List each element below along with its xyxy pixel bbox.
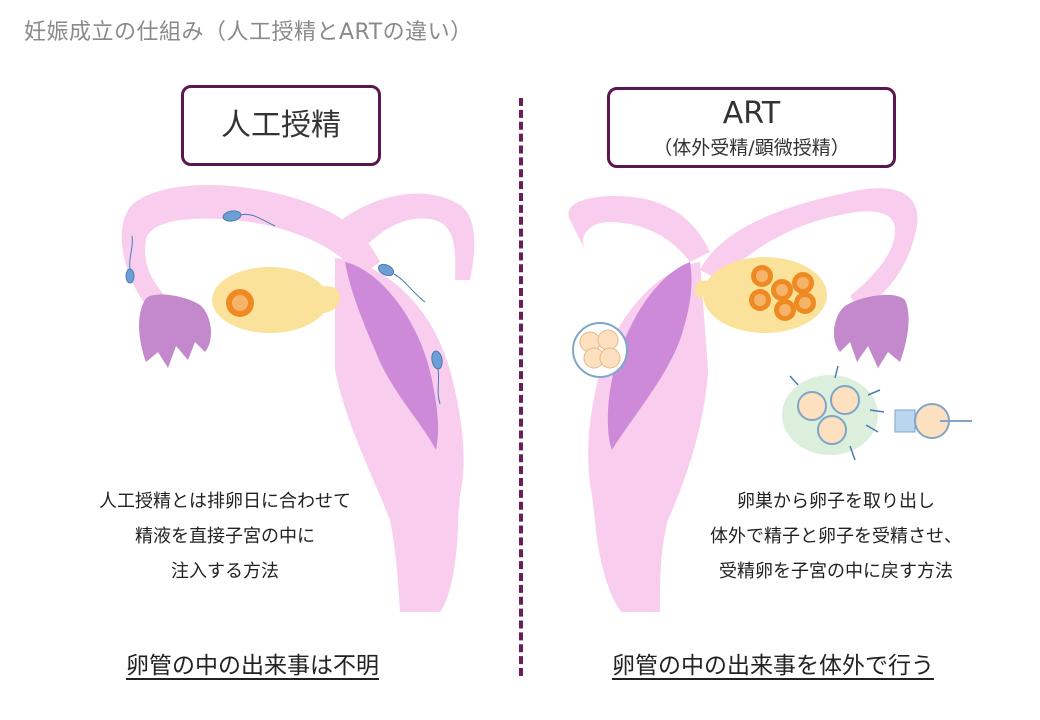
description-line: 人工授精とは排卵日に合わせて bbox=[99, 491, 351, 512]
art-conclusion: 卵管の中の出来事を体外で行う bbox=[612, 653, 934, 679]
right-fallopian-tube-right bbox=[700, 188, 918, 310]
artificial-insemination-label-box: 人工授精 bbox=[181, 85, 381, 166]
right-ovary-follicles bbox=[749, 265, 816, 321]
sperm-cells bbox=[125, 210, 443, 405]
art-label-box: ART （体外受精/顕微授精） bbox=[607, 87, 896, 168]
panel-divider bbox=[519, 98, 523, 676]
embryo-bubble bbox=[572, 322, 628, 378]
art-label: ART bbox=[722, 96, 781, 131]
right-uterus-diagram bbox=[568, 188, 972, 612]
page-title: 妊娠成立の仕組み（人工授精とARTの違い） bbox=[24, 20, 473, 45]
left-uterus-body bbox=[335, 258, 464, 612]
description-line: 卵巣から卵子を取り出し bbox=[737, 491, 935, 512]
left-fallopian-tube-right bbox=[330, 193, 475, 280]
description-line: 受精卵を子宮の中に戻す方法 bbox=[719, 561, 953, 582]
art-description: 卵巣から卵子を取り出し 体外で精子と卵子を受精させ、 受精卵を子宮の中に戻す方法 bbox=[676, 484, 996, 589]
description-line: 精液を直接子宮の中に bbox=[135, 526, 315, 547]
description-line: 注入する方法 bbox=[171, 561, 279, 582]
left-fimbriae bbox=[139, 294, 212, 368]
right-fallopian-tube-left bbox=[568, 196, 710, 262]
description-line: 体外で精子と卵子を受精させ、 bbox=[710, 526, 962, 547]
right-uterine-cavity bbox=[607, 262, 692, 450]
artificial-insemination-description: 人工授精とは排卵日に合わせて 精液を直接子宮の中に 注入する方法 bbox=[60, 484, 390, 589]
icsi-pipette bbox=[894, 403, 972, 439]
left-uterus-diagram bbox=[121, 185, 475, 612]
right-fimbriae bbox=[833, 294, 909, 368]
artificial-insemination-label: 人工授精 bbox=[221, 108, 341, 143]
left-uterine-cavity bbox=[345, 262, 439, 450]
fertilization-cluster bbox=[782, 365, 885, 461]
art-sublabel: （体外受精/顕微授精） bbox=[653, 137, 850, 159]
artificial-insemination-conclusion: 卵管の中の出来事は不明 bbox=[126, 653, 379, 679]
left-fallopian-tube-left bbox=[121, 185, 380, 330]
